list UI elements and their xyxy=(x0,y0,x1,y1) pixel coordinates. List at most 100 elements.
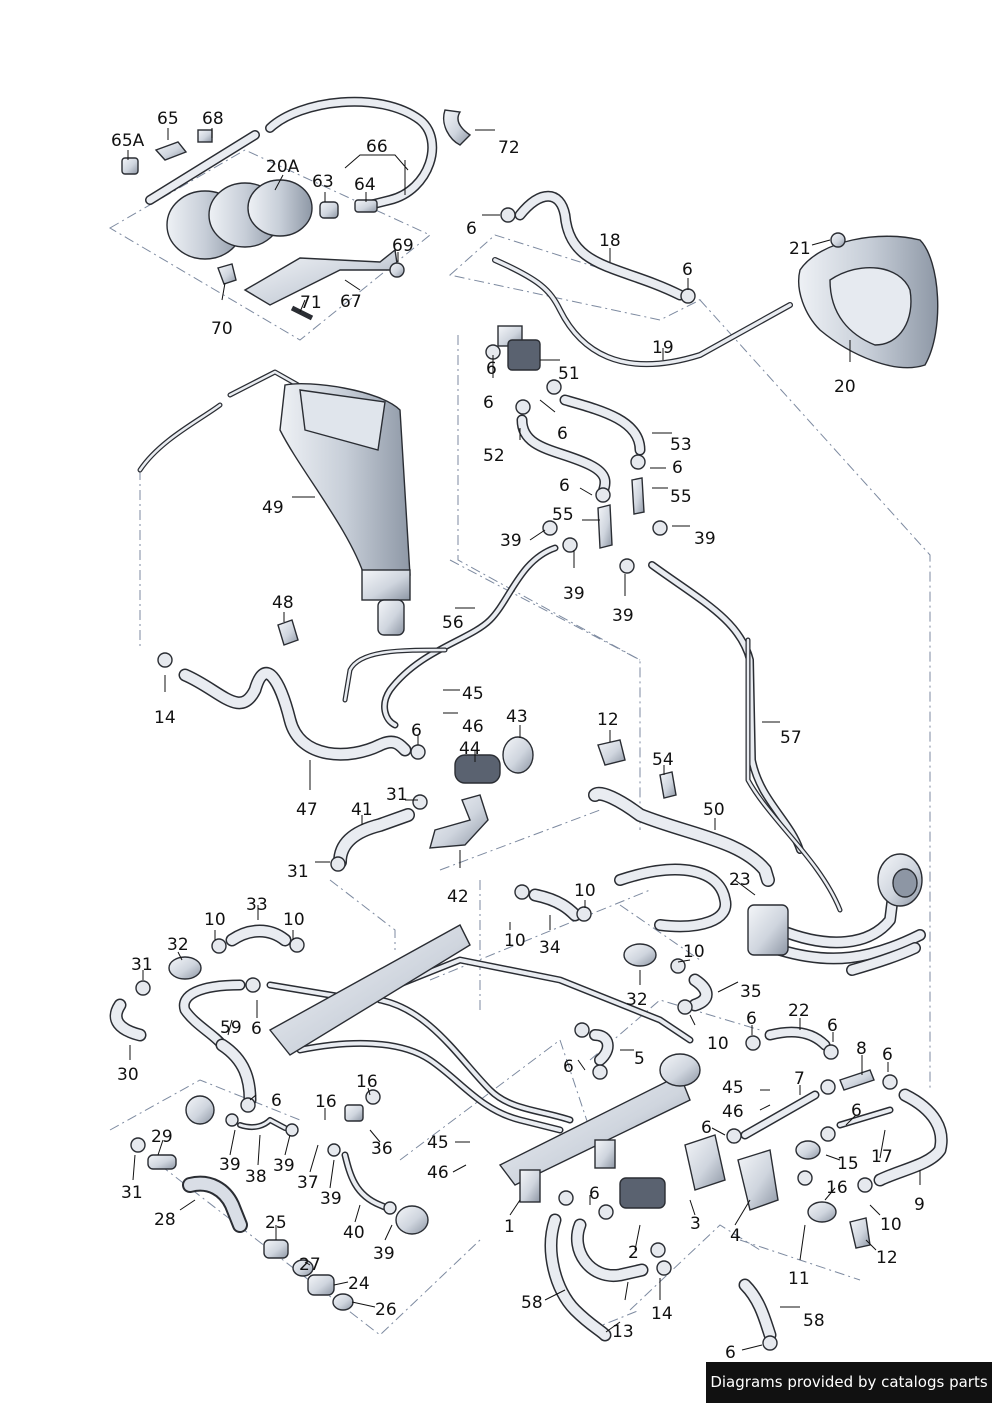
callout-40: 40 xyxy=(343,1223,365,1243)
callout-10-b: 10 xyxy=(283,910,305,930)
hoses xyxy=(109,96,948,1342)
callout-6-e: 6 xyxy=(557,424,568,444)
callout-6-i: 6 xyxy=(251,1019,262,1039)
callout-6-j: 6 xyxy=(746,1009,757,1029)
callout-57: 57 xyxy=(780,728,802,748)
callout-38: 38 xyxy=(245,1167,267,1187)
callout-13: 13 xyxy=(612,1322,634,1342)
callout-24: 24 xyxy=(348,1274,370,1294)
callout-6-h: 6 xyxy=(411,721,422,741)
callout-27: 27 xyxy=(299,1255,321,1275)
callout-42: 42 xyxy=(447,887,469,907)
callout-6-o: 6 xyxy=(701,1118,712,1138)
callout-10-e: 10 xyxy=(683,942,705,962)
callout-31-a: 31 xyxy=(386,785,408,805)
callout-39-c: 39 xyxy=(563,584,585,604)
callout-45-c: 45 xyxy=(427,1133,449,1153)
callout-37: 37 xyxy=(297,1173,319,1193)
callout-66: 66 xyxy=(366,137,388,157)
callout-48: 48 xyxy=(272,593,294,613)
callout-19: 19 xyxy=(652,338,674,358)
callout-68: 68 xyxy=(202,109,224,129)
callout-20: 20 xyxy=(834,377,856,397)
callout-35: 35 xyxy=(740,982,762,1002)
callout-4: 4 xyxy=(730,1226,741,1246)
callout-17: 17 xyxy=(871,1147,893,1167)
callout-8: 8 xyxy=(856,1039,867,1059)
callout-59: 59 xyxy=(220,1018,242,1038)
callout-32-a: 32 xyxy=(167,935,189,955)
callout-26: 26 xyxy=(375,1300,397,1320)
callout-54: 54 xyxy=(652,750,674,770)
callout-52: 52 xyxy=(483,446,505,466)
callout-58-b: 58 xyxy=(803,1311,825,1331)
callout-6-n: 6 xyxy=(271,1091,282,1111)
callout-9: 9 xyxy=(914,1195,925,1215)
callout-34: 34 xyxy=(539,938,561,958)
callout-6-m: 6 xyxy=(563,1057,574,1077)
callout-16-b: 16 xyxy=(315,1092,337,1112)
callout-6-p: 6 xyxy=(851,1101,862,1121)
callout-71: 71 xyxy=(300,293,322,313)
callout-6-f: 6 xyxy=(672,458,683,478)
callout-65A: 65A xyxy=(111,131,145,151)
callout-14-b: 14 xyxy=(651,1304,673,1324)
callout-67: 67 xyxy=(340,292,362,312)
callout-55-b: 55 xyxy=(552,505,574,525)
callout-53: 53 xyxy=(670,435,692,455)
callout-45-a: 45 xyxy=(462,684,484,704)
callout-31-c: 31 xyxy=(131,955,153,975)
callout-22: 22 xyxy=(788,1001,810,1021)
callout-12-b: 12 xyxy=(876,1248,898,1268)
callout-56: 56 xyxy=(442,613,464,633)
callout-55-a: 55 xyxy=(670,487,692,507)
callout-72: 72 xyxy=(498,138,520,158)
callout-44: 44 xyxy=(459,739,481,759)
callout-46-b: 46 xyxy=(722,1102,744,1122)
callout-12-a: 12 xyxy=(597,710,619,730)
callout-46-a: 46 xyxy=(462,717,484,737)
callout-64: 64 xyxy=(354,175,376,195)
callout-33: 33 xyxy=(246,895,268,915)
callout-6-l: 6 xyxy=(882,1045,893,1065)
callout-65: 65 xyxy=(157,109,179,129)
callout-43: 43 xyxy=(506,707,528,727)
callout-36: 36 xyxy=(371,1139,393,1159)
callout-5: 5 xyxy=(634,1049,645,1069)
callout-50: 50 xyxy=(703,800,725,820)
callout-7: 7 xyxy=(794,1069,805,1089)
parts xyxy=(121,109,939,1311)
callout-39-e: 39 xyxy=(219,1155,241,1175)
callout-10-f: 10 xyxy=(707,1034,729,1054)
callout-29: 29 xyxy=(151,1127,173,1147)
callout-70: 70 xyxy=(211,319,233,339)
callout-10-d: 10 xyxy=(504,931,526,951)
callout-28: 28 xyxy=(154,1210,176,1230)
callout-6-r: 6 xyxy=(725,1343,736,1363)
callout-18: 18 xyxy=(599,231,621,251)
hose-clamps xyxy=(130,207,898,1351)
callout-39-h: 39 xyxy=(373,1244,395,1264)
callout-16-c: 16 xyxy=(826,1178,848,1198)
callout-1: 1 xyxy=(504,1217,515,1237)
callout-39-f: 39 xyxy=(273,1156,295,1176)
callout-69: 69 xyxy=(392,236,414,256)
callout-47: 47 xyxy=(296,800,318,820)
callout-41: 41 xyxy=(351,800,373,820)
callout-32-b: 32 xyxy=(626,990,648,1010)
callout-labels: 65A 65 68 66 72 20A 63 64 69 71 67 70 6 … xyxy=(111,109,925,1363)
callout-16-a: 16 xyxy=(356,1072,378,1092)
callout-30: 30 xyxy=(117,1065,139,1085)
callout-15: 15 xyxy=(837,1154,859,1174)
callout-6-q: 6 xyxy=(589,1184,600,1204)
callout-6-c: 6 xyxy=(486,359,497,379)
callout-58-a: 58 xyxy=(521,1293,543,1313)
leader-lines xyxy=(127,128,921,1351)
callout-6-d: 6 xyxy=(483,393,494,413)
callout-46-c: 46 xyxy=(427,1163,449,1183)
callout-31-b: 31 xyxy=(287,862,309,882)
callout-49: 49 xyxy=(262,498,284,518)
callout-25: 25 xyxy=(265,1213,287,1233)
callout-39-d: 39 xyxy=(612,606,634,626)
callout-63: 63 xyxy=(312,172,334,192)
